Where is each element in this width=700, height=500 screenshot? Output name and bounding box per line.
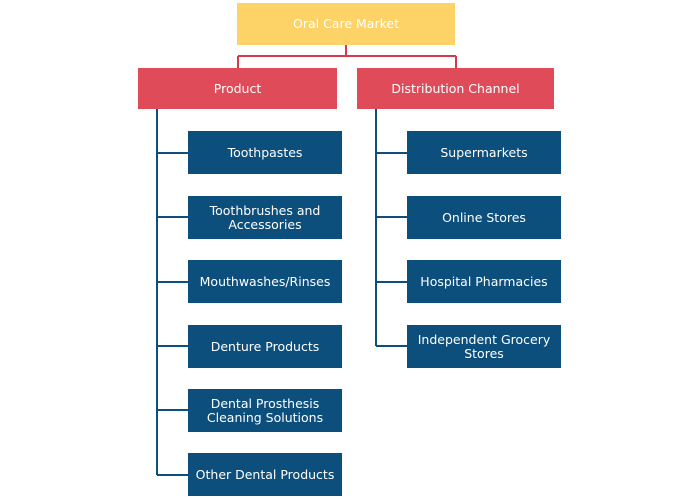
- product-item-denture-products: Denture Products: [188, 325, 342, 368]
- category-product: Product: [138, 68, 337, 109]
- root-node: Oral Care Market: [237, 3, 455, 45]
- product-item-mouthwashes: Mouthwashes/Rinses: [188, 260, 342, 303]
- distribution-item-hospital-pharmacies: Hospital Pharmacies: [407, 260, 561, 303]
- distribution-branch-connector: [375, 109, 407, 347]
- distribution-item-online-stores: Online Stores: [407, 196, 561, 239]
- distribution-item-independent-grocery: Independent Grocery Stores: [407, 325, 561, 368]
- product-item-other-dental: Other Dental Products: [188, 453, 342, 496]
- distribution-item-supermarkets: Supermarkets: [407, 131, 561, 174]
- root-connector: [237, 45, 457, 68]
- product-item-prosthesis-cleaning: Dental Prosthesis Cleaning Solutions: [188, 389, 342, 432]
- product-item-toothpastes: Toothpastes: [188, 131, 342, 174]
- product-branch-connector: [156, 109, 188, 476]
- product-item-toothbrushes: Toothbrushes and Accessories: [188, 196, 342, 239]
- category-distribution-channel: Distribution Channel: [357, 68, 554, 109]
